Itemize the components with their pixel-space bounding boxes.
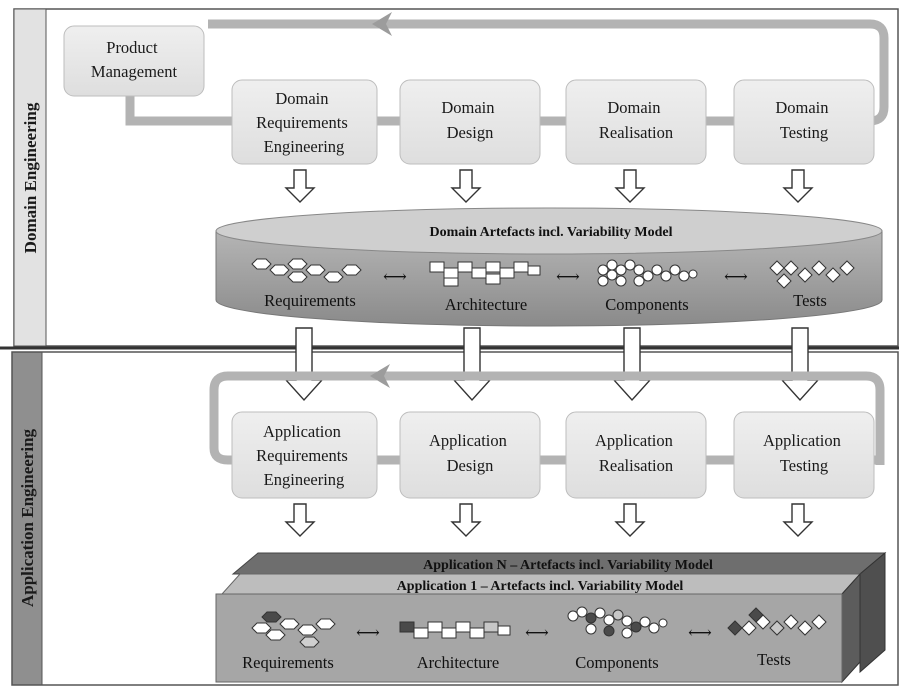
app-architecture-blocks-icon xyxy=(399,621,511,639)
domain-loop-arrowhead xyxy=(372,12,392,36)
application-lane-border xyxy=(11,351,899,686)
product-management-box: Product Management xyxy=(63,25,205,97)
architecture-blocks-icon xyxy=(429,261,541,287)
application-1-slab-front xyxy=(215,593,843,683)
down-arrow xyxy=(450,503,482,537)
domain-design-box: Domain Design xyxy=(399,79,541,165)
application-design-box: Application Design xyxy=(399,411,541,499)
domain-lane-label: Domain Engineering xyxy=(21,102,40,253)
application-1-title: Application 1 – Artefacts incl. Variabil… xyxy=(397,579,684,594)
app-artefact-label: Components xyxy=(575,653,658,672)
domain-artefact-label: Requirements xyxy=(264,291,356,310)
down-arrow xyxy=(614,503,646,537)
cross-lane-arrow xyxy=(780,327,820,402)
svg-text:Domain Design: Domain Design xyxy=(441,98,498,142)
down-arrow xyxy=(782,169,814,203)
domain-artefacts-drum: Domain Artefacts incl. Variability Model xyxy=(215,207,883,327)
domain-requirements-engineering-box: Domain Requirements Engineering xyxy=(231,79,378,165)
app-artefact-separator: ⟷ xyxy=(356,623,380,642)
cross-lane-arrow xyxy=(452,327,492,402)
domain-artefacts-title: Domain Artefacts incl. Variability Model xyxy=(429,225,672,240)
app-artefact-label: Architecture xyxy=(417,653,499,672)
domain-artefact-label: Architecture xyxy=(445,295,527,314)
down-arrow xyxy=(614,169,646,203)
down-arrow xyxy=(450,169,482,203)
application-n-title: Application N – Artefacts incl. Variabil… xyxy=(423,558,713,573)
tests-diamonds-icon xyxy=(769,260,855,289)
app-artefact-label: Requirements xyxy=(242,653,334,672)
app-tests-diamonds-icon xyxy=(727,607,827,636)
application-down-arrows xyxy=(284,503,814,537)
cross-lane-arrow xyxy=(284,327,324,402)
down-arrow xyxy=(284,169,316,203)
domain-artefact-separator: ⟷ xyxy=(383,267,407,286)
application-testing-box: Application Testing xyxy=(733,411,875,499)
app-requirements-hexagons-icon xyxy=(251,611,336,648)
svg-text:Application Design: Application Design xyxy=(429,431,511,475)
application-artefacts-stack: Application N – Artefacts incl. Variabil… xyxy=(215,551,887,684)
product-management-label: Product Management xyxy=(91,38,178,81)
domain-realisation-box: Domain Realisation xyxy=(565,79,707,165)
components-cluster-icon xyxy=(597,259,698,287)
domain-artefact-separator: ⟷ xyxy=(556,267,580,286)
application-n-slab-side xyxy=(859,551,886,674)
app-components-cluster-icon xyxy=(567,606,668,639)
application-loop-arrowhead xyxy=(370,364,390,388)
svg-text:Application Requirements: Application Requirements Engineering xyxy=(256,422,352,489)
domain-down-arrows xyxy=(284,169,814,203)
domain-artefact-label: Tests xyxy=(793,291,827,310)
requirements-hexagons-icon xyxy=(251,258,362,283)
domain-artefact-label: Components xyxy=(605,295,688,314)
domain-lane-band xyxy=(13,8,47,347)
down-arrow xyxy=(782,503,814,537)
svg-text:Application Testing: Application Testing xyxy=(763,431,845,475)
application-realisation-box: Application Realisation xyxy=(565,411,707,499)
application-engineering-lane: Application Engineering xyxy=(11,351,899,686)
app-artefact-label: Tests xyxy=(757,650,791,669)
app-artefact-separator: ⟷ xyxy=(688,623,712,642)
app-artefact-separator: ⟷ xyxy=(525,623,549,642)
down-arrow xyxy=(284,503,316,537)
svg-text:Domain Realisation: Domain Realisation xyxy=(599,98,673,142)
application-lane-label: Application Engineering xyxy=(18,428,37,607)
domain-engineering-lane: Domain Engineering xyxy=(13,8,899,347)
domain-artefact-separator: ⟷ xyxy=(724,267,748,286)
cross-lane-arrow xyxy=(612,327,652,402)
svg-text:Domain Requirements: Domain Requirements Engineering xyxy=(256,89,352,156)
cross-lane-arrows xyxy=(284,327,820,402)
application-requirements-engineering-box: Application Requirements Engineering xyxy=(231,411,378,499)
application-loop-line xyxy=(209,371,885,465)
svg-text:Domain Testing: Domain Testing xyxy=(775,98,832,142)
domain-testing-box: Domain Testing xyxy=(733,79,875,165)
svg-text:Application Realisation: Application Realisation xyxy=(595,431,677,475)
